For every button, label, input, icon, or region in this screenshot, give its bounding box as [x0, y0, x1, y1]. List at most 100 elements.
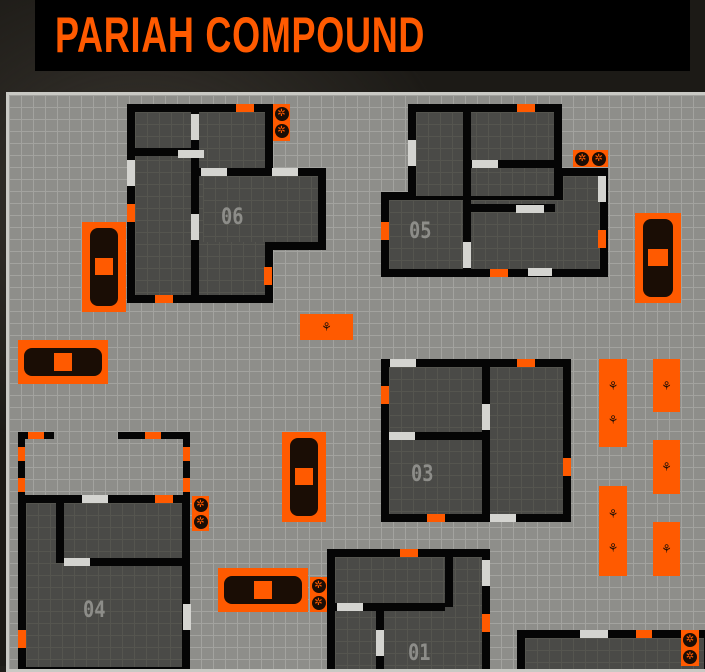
- entry-door[interactable]: [490, 269, 508, 277]
- building-floor: [26, 503, 182, 667]
- entry-door[interactable]: [183, 447, 190, 461]
- car-icon[interactable]: [82, 222, 126, 312]
- car-icon[interactable]: [18, 340, 108, 384]
- doorway[interactable]: [127, 160, 135, 186]
- fan-icon: ✲: [591, 151, 606, 166]
- entry-door[interactable]: [636, 630, 652, 638]
- entry-door[interactable]: [28, 432, 44, 439]
- entry-door[interactable]: [183, 478, 190, 492]
- doorway[interactable]: [376, 630, 384, 656]
- entry-door[interactable]: [127, 204, 135, 222]
- fan-icon: ✲: [311, 595, 326, 610]
- entry-door[interactable]: [18, 447, 25, 461]
- doorway[interactable]: [183, 604, 191, 630]
- doorway[interactable]: [191, 114, 199, 140]
- interior-wall: [191, 112, 199, 295]
- doorway[interactable]: [490, 514, 516, 522]
- plant-icon: ⚘: [661, 542, 672, 556]
- plant-icon: ⚘: [607, 541, 619, 556]
- plant-icon: ⚘: [653, 522, 680, 576]
- entry-door[interactable]: [155, 495, 173, 503]
- doorway[interactable]: [337, 603, 363, 611]
- doorway[interactable]: [408, 140, 416, 166]
- fan-pair: ✲✲: [681, 630, 699, 666]
- fan-pair: ✲✲: [273, 104, 290, 141]
- title-bar: PARIAH COMPOUND: [35, 0, 690, 71]
- entry-door[interactable]: [482, 614, 490, 632]
- plant-icon: ⚘: [321, 320, 332, 334]
- fan-icon: ✲: [683, 632, 697, 647]
- entry-door[interactable]: [563, 458, 571, 476]
- doorway[interactable]: [191, 214, 199, 240]
- doorway[interactable]: [201, 168, 227, 176]
- fan-pair: ✲✲: [192, 496, 209, 531]
- doorway[interactable]: [482, 560, 490, 586]
- doorway[interactable]: [82, 495, 108, 503]
- plant-icon: ⚘: [607, 506, 619, 521]
- building-floor: [203, 176, 318, 242]
- plant-icon: ⚘: [661, 378, 672, 393]
- doorway[interactable]: [598, 176, 606, 202]
- doorway[interactable]: [64, 558, 90, 566]
- building-floor: [563, 176, 600, 269]
- entry-door[interactable]: [18, 630, 26, 648]
- doorway[interactable]: [516, 205, 544, 213]
- plant-icon: ⚘⚘: [599, 486, 627, 576]
- car-icon[interactable]: [218, 568, 308, 612]
- doorway[interactable]: [463, 242, 471, 268]
- car-body: [643, 219, 673, 297]
- plant-icon: ⚘: [653, 440, 680, 494]
- plant-icon: ⚘: [653, 359, 680, 412]
- interior-wall: [389, 432, 482, 440]
- doorway[interactable]: [528, 268, 552, 276]
- entry-door[interactable]: [155, 295, 173, 303]
- car-windshield: [253, 581, 273, 599]
- doorway[interactable]: [390, 359, 416, 367]
- entry-door[interactable]: [381, 386, 389, 404]
- entry-door[interactable]: [427, 514, 445, 522]
- interior-wall: [482, 367, 490, 514]
- car-body: [90, 228, 118, 306]
- entry-door[interactable]: [18, 478, 25, 492]
- interior-wall: [471, 160, 555, 168]
- entry-door[interactable]: [381, 222, 389, 240]
- interior-wall: [445, 557, 453, 607]
- plant-icon: ⚘: [661, 460, 672, 474]
- interior-wall: [471, 204, 555, 212]
- entry-door[interactable]: [517, 359, 535, 367]
- building-floor: [389, 367, 563, 514]
- doorway[interactable]: [472, 160, 498, 168]
- building-label-05: 05: [409, 219, 432, 244]
- fan-icon: ✲: [311, 579, 326, 594]
- building-label-06: 06: [221, 205, 244, 230]
- doorway[interactable]: [389, 432, 415, 440]
- doorway[interactable]: [178, 150, 204, 158]
- plant-icon: ⚘: [607, 379, 619, 393]
- entry-door[interactable]: [517, 104, 535, 112]
- doorway[interactable]: [580, 630, 608, 638]
- building-label-04: 04: [83, 598, 106, 623]
- entry-door[interactable]: [598, 230, 606, 248]
- building-floor: [416, 112, 554, 196]
- entry-door[interactable]: [264, 267, 272, 285]
- entry-door[interactable]: [400, 549, 418, 557]
- fan-icon: ✲: [193, 498, 208, 513]
- interior-wall: [64, 558, 182, 566]
- car-windshield: [95, 257, 113, 275]
- entry-door[interactable]: [145, 432, 161, 439]
- plant-icon: ⚘: [300, 314, 353, 340]
- doorway[interactable]: [482, 404, 490, 430]
- fan-pair: ✲✲: [573, 150, 608, 167]
- fan-pair: ✲✲: [310, 577, 327, 612]
- building-floor: [335, 557, 482, 669]
- car-body: [24, 348, 102, 376]
- entry-door[interactable]: [236, 104, 254, 112]
- doorway[interactable]: [272, 168, 298, 176]
- car-icon[interactable]: [635, 213, 681, 303]
- car-icon[interactable]: [282, 432, 326, 522]
- fence: [183, 432, 190, 495]
- plant-icon: ⚘: [607, 413, 619, 427]
- interior-wall: [199, 168, 265, 176]
- car-windshield: [53, 353, 73, 371]
- car-windshield: [295, 467, 313, 485]
